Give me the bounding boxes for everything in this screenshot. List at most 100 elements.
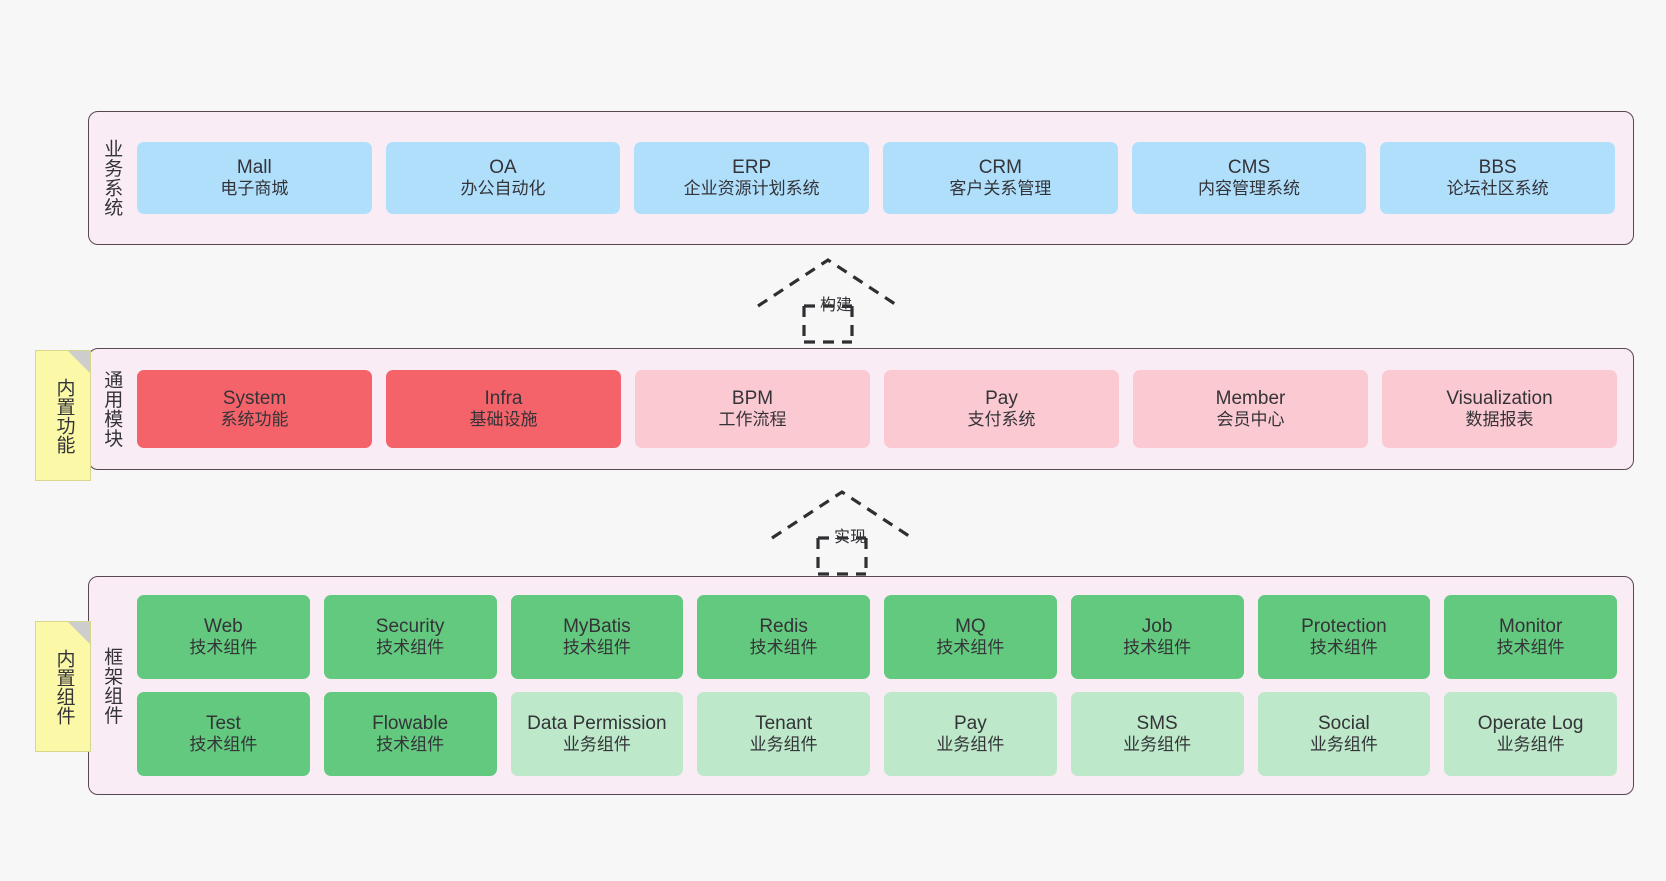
card-pay-component[interactable]: Pay 业务组件 <box>884 692 1057 776</box>
card-security[interactable]: Security 技术组件 <box>323 595 497 679</box>
card-subtitle: 论坛社区系统 <box>1446 179 1549 199</box>
card-flowable[interactable]: Flowable 技术组件 <box>323 692 497 776</box>
layer-common-modules[interactable]: 通用模块 System 系统功能 Infra 基础设施 BPM 工作流程 Pay… <box>88 348 1634 470</box>
card-bbs[interactable]: BBS 论坛社区系统 <box>1380 142 1616 214</box>
card-subtitle: 业务组件 <box>562 735 631 755</box>
card-operate-log[interactable]: Operate Log 业务组件 <box>1444 692 1617 776</box>
card-subtitle: 基础设施 <box>469 410 538 430</box>
card-title: Operate Log <box>1477 713 1584 735</box>
sticky-note-label: 内置组件 <box>53 648 75 725</box>
card-crm[interactable]: CRM 客户关系管理 <box>883 142 1118 214</box>
card-subtitle: 业务组件 <box>1309 735 1378 755</box>
card-subtitle: 工作流程 <box>718 410 787 430</box>
card-title: Mall <box>236 157 272 179</box>
card-title: Redis <box>759 616 808 638</box>
card-erp[interactable]: ERP 企业资源计划系统 <box>634 142 870 214</box>
generalization-arrow-implement: 实现 <box>771 490 913 576</box>
card-row: Test 技术组件 Flowable 技术组件 Data Permission … <box>137 692 1617 776</box>
card-title: Test <box>205 713 241 735</box>
card-title: MyBatis <box>563 616 631 638</box>
card-subtitle: 技术组件 <box>376 735 445 755</box>
card-mall[interactable]: Mall 电子商城 <box>137 142 372 214</box>
card-subtitle: 支付系统 <box>967 410 1036 430</box>
card-subtitle: 企业资源计划系统 <box>683 179 820 199</box>
card-title: Visualization <box>1446 388 1553 410</box>
card-title: Pay <box>985 388 1018 410</box>
card-title: System <box>222 388 287 410</box>
generalization-arrow-build: 构建 <box>757 258 899 344</box>
card-title: Monitor <box>1498 616 1563 638</box>
card-title: CRM <box>978 157 1022 179</box>
card-title: Social <box>1318 713 1370 735</box>
sticky-note-builtin-components[interactable]: 内置组件 <box>35 621 91 752</box>
card-title: Tenant <box>755 713 813 735</box>
card-mq[interactable]: MQ 技术组件 <box>884 595 1057 679</box>
card-subtitle: 数据报表 <box>1465 410 1534 430</box>
card-subtitle: 技术组件 <box>189 735 258 755</box>
layer-title-framework: 框架组件 <box>101 646 123 725</box>
card-pay-module[interactable]: Pay 支付系统 <box>884 370 1119 448</box>
card-job[interactable]: Job 技术组件 <box>1070 595 1244 679</box>
arrow-label-implement: 实现 <box>834 529 867 546</box>
card-bpm[interactable]: BPM 工作流程 <box>635 370 870 448</box>
card-title: BPM <box>731 388 774 410</box>
card-subtitle: 办公自动化 <box>460 179 546 199</box>
card-title: Job <box>1141 616 1173 638</box>
card-member[interactable]: Member 会员中心 <box>1133 370 1368 448</box>
arrow-label-build: 构建 <box>820 297 853 314</box>
card-subtitle: 技术组件 <box>1309 638 1378 658</box>
card-subtitle: 业务组件 <box>1123 735 1192 755</box>
card-protection[interactable]: Protection 技术组件 <box>1257 595 1431 679</box>
card-title: Infra <box>484 388 523 410</box>
card-subtitle: 技术组件 <box>1496 638 1565 658</box>
sticky-note-builtin-functions[interactable]: 内置功能 <box>35 350 91 481</box>
card-subtitle: 技术组件 <box>749 638 818 658</box>
layer-title-business: 业务系统 <box>101 139 123 217</box>
layer-business-systems[interactable]: 业务系统 Mall 电子商城 OA 办公自动化 ERP 企业资源计划系统 CRM… <box>88 111 1634 245</box>
card-subtitle: 技术组件 <box>189 638 258 658</box>
card-subtitle: 会员中心 <box>1216 410 1285 430</box>
card-subtitle: 业务组件 <box>749 735 818 755</box>
card-title: Security <box>375 616 445 638</box>
page-fold-icon <box>68 622 90 644</box>
card-row: System 系统功能 Infra 基础设施 BPM 工作流程 Pay 支付系统… <box>137 370 1617 448</box>
card-grid-common: System 系统功能 Infra 基础设施 BPM 工作流程 Pay 支付系统… <box>133 349 1633 469</box>
card-title: Flowable <box>372 713 449 735</box>
card-title: Data Permission <box>527 713 667 735</box>
card-row: Mall 电子商城 OA 办公自动化 ERP 企业资源计划系统 CRM 客户关系… <box>137 142 1616 214</box>
card-data-permission[interactable]: Data Permission 业务组件 <box>510 692 684 776</box>
card-grid-framework: Web 技术组件 Security 技术组件 MyBatis 技术组件 Redi… <box>133 577 1633 794</box>
card-subtitle: 业务组件 <box>936 735 1005 755</box>
card-subtitle: 业务组件 <box>1496 735 1565 755</box>
card-tenant[interactable]: Tenant 业务组件 <box>697 692 870 776</box>
card-subtitle: 技术组件 <box>936 638 1005 658</box>
layer-framework-components[interactable]: 框架组件 Web 技术组件 Security 技术组件 MyBatis 技术组件… <box>88 576 1634 795</box>
card-subtitle: 技术组件 <box>1123 638 1192 658</box>
card-title: SMS <box>1136 713 1178 735</box>
card-cms[interactable]: CMS 内容管理系统 <box>1131 142 1367 214</box>
card-title: OA <box>489 157 517 179</box>
card-infra[interactable]: Infra 基础设施 <box>386 370 621 448</box>
card-visualization[interactable]: Visualization 数据报表 <box>1382 370 1617 448</box>
card-oa[interactable]: OA 办公自动化 <box>385 142 621 214</box>
layer-title-common: 通用模块 <box>101 370 123 448</box>
card-mybatis[interactable]: MyBatis 技术组件 <box>510 595 684 679</box>
card-sms[interactable]: SMS 业务组件 <box>1070 692 1244 776</box>
card-row: Web 技术组件 Security 技术组件 MyBatis 技术组件 Redi… <box>137 595 1617 679</box>
card-subtitle: 系统功能 <box>220 410 289 430</box>
card-subtitle: 内容管理系统 <box>1198 179 1301 199</box>
card-subtitle: 技术组件 <box>562 638 631 658</box>
card-test[interactable]: Test 技术组件 <box>137 692 310 776</box>
card-title: BBS <box>1478 157 1517 179</box>
card-monitor[interactable]: Monitor 技术组件 <box>1444 595 1617 679</box>
card-social[interactable]: Social 业务组件 <box>1257 692 1431 776</box>
card-subtitle: 技术组件 <box>376 638 445 658</box>
card-title: Pay <box>954 713 987 735</box>
card-title: CMS <box>1227 157 1271 179</box>
card-subtitle: 客户关系管理 <box>949 179 1052 199</box>
card-title: Web <box>204 616 243 638</box>
card-web[interactable]: Web 技术组件 <box>137 595 310 679</box>
card-redis[interactable]: Redis 技术组件 <box>697 595 870 679</box>
card-system[interactable]: System 系统功能 <box>137 370 372 448</box>
